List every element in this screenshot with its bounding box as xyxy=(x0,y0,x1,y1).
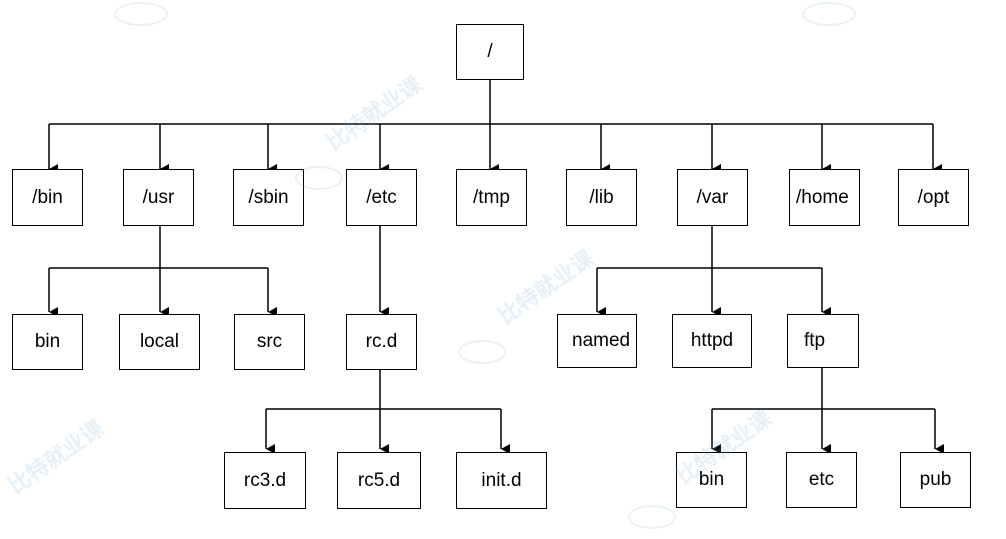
node-tmp: /tmp xyxy=(456,169,527,226)
node-usr-local: local xyxy=(119,314,200,370)
node-httpd: httpd xyxy=(672,314,752,368)
node-usr-src: src xyxy=(234,314,305,370)
node-ftp: ftp xyxy=(787,314,859,368)
node-bin: /bin xyxy=(12,169,83,226)
node-etc: /etc xyxy=(346,169,417,226)
node-rc3d: rc3.d xyxy=(224,452,306,509)
node-ftp-bin: bin xyxy=(676,452,747,508)
node-ftp-etc: etc xyxy=(786,452,857,508)
node-home: /home xyxy=(789,169,860,226)
node-rcd: rc.d xyxy=(346,314,417,370)
node-rc5d: rc5.d xyxy=(337,452,421,509)
node-named: named xyxy=(557,314,637,368)
node-usr: /usr xyxy=(123,169,194,226)
node-lib: /lib xyxy=(566,169,637,226)
node-ftp-pub: pub xyxy=(900,452,971,508)
node-opt: /opt xyxy=(898,169,969,226)
node-usr-bin: bin xyxy=(12,314,83,370)
node-sbin: /sbin xyxy=(233,169,304,226)
node-root: / xyxy=(456,24,524,80)
node-var: /var xyxy=(677,169,748,226)
node-initd: init.d xyxy=(456,452,547,509)
